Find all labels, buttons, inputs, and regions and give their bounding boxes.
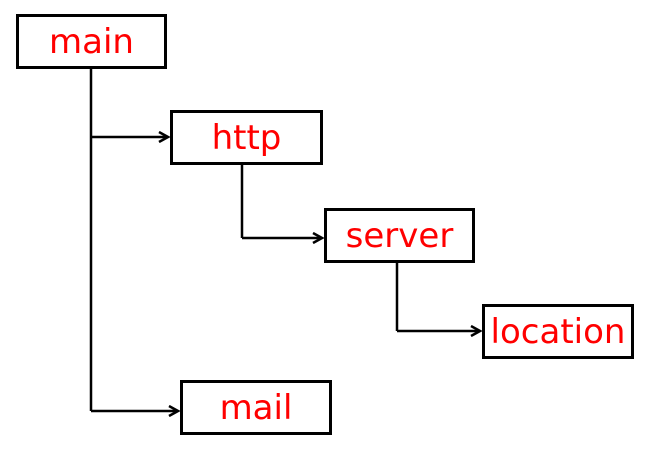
node-http-label: http <box>211 117 282 158</box>
node-mail-label: mail <box>219 387 293 428</box>
node-main-label: main <box>49 21 134 62</box>
node-server-label: server <box>345 215 454 256</box>
node-server: server <box>324 208 475 263</box>
node-location-label: location <box>490 311 626 352</box>
node-main: main <box>16 14 167 69</box>
node-http: http <box>170 110 323 165</box>
node-location: location <box>482 304 634 359</box>
node-mail: mail <box>180 380 332 435</box>
